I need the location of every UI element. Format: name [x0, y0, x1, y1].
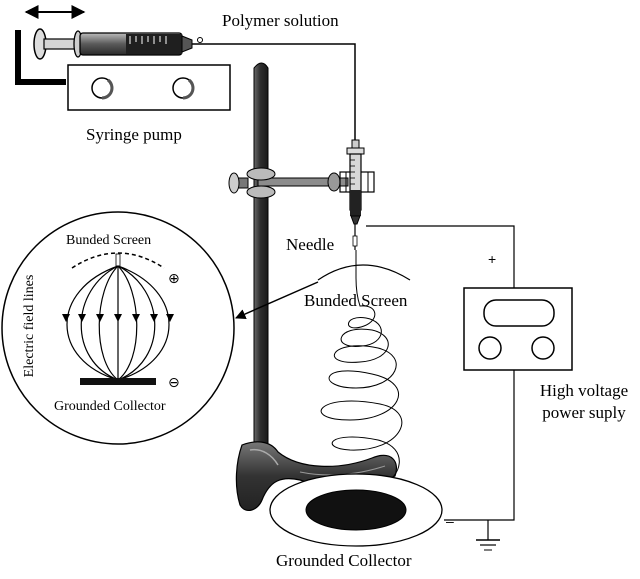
bunded-screen-arc [317, 264, 411, 281]
inset-electric-field-lines-label: Electric field lines [22, 274, 37, 378]
power-supply [463, 287, 573, 371]
syringe-pump [15, 5, 231, 111]
high-voltage-label-line2: power suply [542, 403, 626, 422]
inset-bunded-screen-label: Bunded Screen [66, 233, 152, 248]
power-knob-left [478, 336, 502, 360]
ground-icon [476, 520, 500, 551]
positive-wire [366, 225, 515, 288]
field-inset [1, 211, 235, 445]
needle-syringe [346, 139, 365, 250]
power-knob-right [531, 336, 555, 360]
needle-label: Needle [286, 235, 335, 254]
bunded-screen-label: Bunded Screen [304, 291, 408, 310]
polymer-solution-label: Polymer solution [222, 11, 339, 30]
grounded-collector [269, 473, 443, 547]
inset-pointer-arrow [235, 281, 319, 320]
negative-terminal-label: – [446, 513, 454, 529]
grounded-collector-label: Grounded Collector [276, 551, 412, 570]
polymer-tubing [208, 43, 356, 140]
inset-negative-symbol: ⊖ [168, 375, 180, 391]
high-voltage-label-line1: High voltage [539, 381, 629, 400]
fiber-jet [320, 277, 403, 501]
inset-grounded-collector-label: Grounded Collector [54, 399, 166, 414]
syringe [33, 28, 208, 60]
negative-wire [488, 370, 515, 521]
lab-stand [228, 62, 397, 512]
power-display [483, 299, 555, 327]
pump-bracket [15, 30, 66, 85]
syringe-pump-label: Syringe pump [86, 125, 182, 144]
inset-positive-symbol: ⊕ [168, 271, 180, 287]
positive-terminal-label: + [488, 251, 497, 267]
